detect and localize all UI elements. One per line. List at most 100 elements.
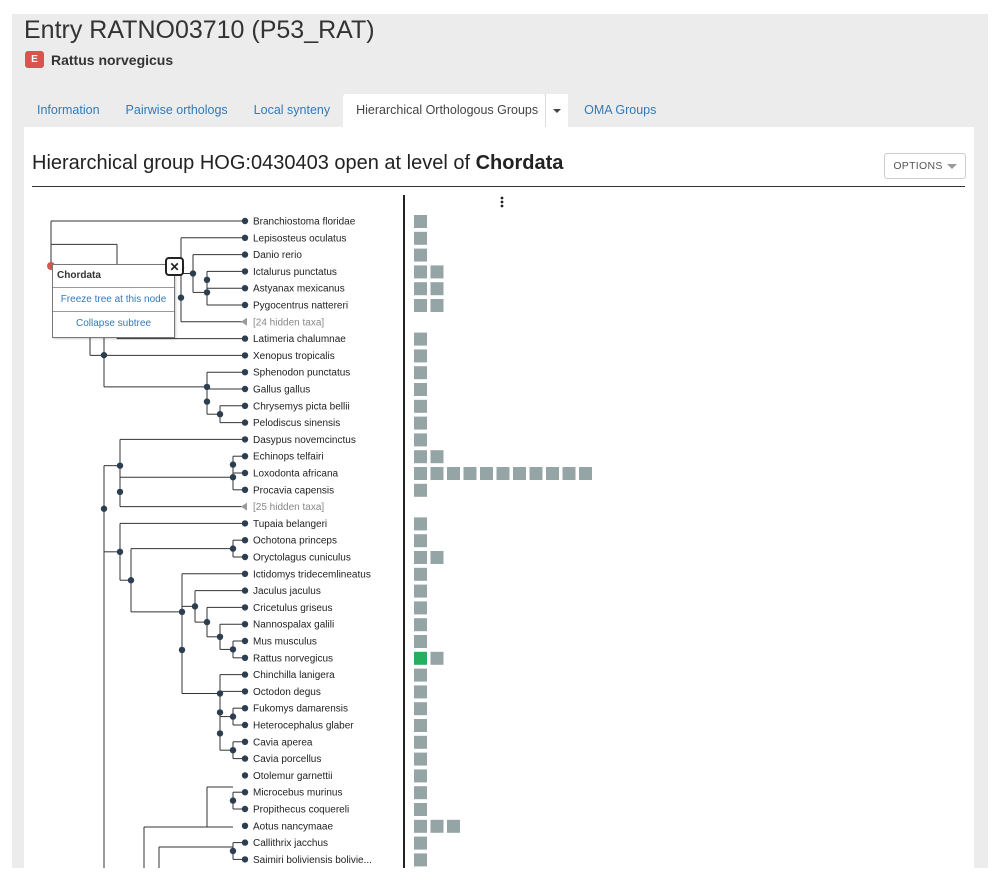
gene-box[interactable] [430,467,444,480]
gene-box[interactable] [414,668,427,682]
tree-node[interactable] [229,461,237,468]
tab-information[interactable]: Information [37,103,100,117]
gene-box[interactable] [447,819,460,833]
taxon-label[interactable]: Branchiostoma floridae [253,217,356,228]
leaf-node[interactable] [241,671,249,678]
gene-box[interactable] [414,366,427,380]
leaf-node[interactable] [241,285,249,292]
gene-box[interactable] [430,651,444,665]
leaf-node[interactable] [241,234,249,241]
gene-box[interactable] [430,551,444,564]
tree-node[interactable] [189,270,197,277]
taxon-label[interactable]: Ictalurus punctatus [253,267,337,278]
taxon-label[interactable]: Callithrix jacchus [253,838,328,849]
gene-box[interactable] [414,702,427,716]
gene-box[interactable] [414,769,427,783]
gene-box[interactable] [562,467,576,480]
leaf-node[interactable] [241,805,249,813]
collapse-subtree-button[interactable]: Collapse subtree [75,318,152,329]
taxon-label[interactable]: [25 hidden taxa] [253,502,324,513]
leaf-node[interactable] [241,469,249,477]
gene-box[interactable] [430,450,444,464]
leaf-node[interactable] [241,772,249,779]
leaf-node[interactable] [241,839,249,846]
taxon-label[interactable]: Lepisosteus oculatus [253,233,346,244]
gene-box[interactable] [414,399,427,413]
leaf-node[interactable] [241,604,249,611]
gene-box[interactable] [414,786,427,800]
gene-box[interactable] [414,584,427,598]
leaf-node[interactable] [241,217,249,225]
tree-node[interactable] [229,474,237,481]
leaf-node[interactable] [241,738,249,745]
leaf-node[interactable] [241,822,249,829]
taxon-label[interactable]: Loxodonta africana [253,469,339,480]
hidden-taxa-icon[interactable] [241,502,247,511]
leaf-node[interactable] [241,352,249,359]
leaf-node[interactable] [241,789,249,796]
selected-node-marker[interactable] [47,262,55,270]
leaf-node[interactable] [241,520,249,527]
leaf-node[interactable] [241,705,249,712]
leaf-node[interactable] [241,637,249,645]
taxon-label[interactable]: Pelodiscus sinensis [253,418,340,429]
taxon-label[interactable]: Aotus nancymaae [253,821,333,832]
gene-box[interactable] [414,685,427,699]
leaf-node[interactable] [241,856,249,863]
gene-box[interactable] [414,282,427,296]
gene-box[interactable] [414,551,427,564]
gene-box[interactable] [414,719,427,732]
taxon-label[interactable]: Latimeria chalumnae [253,334,346,345]
taxon-label[interactable]: Tupaia belangeri [253,519,327,530]
taxon-label[interactable]: Oryctolagus cuniculus [253,553,351,564]
tree-node[interactable] [203,276,211,283]
gene-box[interactable] [414,735,427,749]
tab-pairwise-orthologs[interactable]: Pairwise orthologs [125,103,228,117]
tree-node[interactable] [229,847,237,855]
taxon-label[interactable]: Octodon degus [253,687,321,698]
gene-box[interactable] [414,231,427,245]
leaf-node[interactable] [241,402,249,409]
gene-box[interactable] [529,467,543,480]
tree-node[interactable] [203,383,211,391]
taxon-label[interactable]: Chinchilla lanigera [253,670,335,681]
tree-node[interactable] [229,747,237,754]
taxon-label[interactable]: Xenopus tropicalis [253,351,335,362]
leaf-node[interactable] [241,621,249,628]
gene-box[interactable] [414,467,427,480]
leaf-node[interactable] [241,721,249,729]
tree-node[interactable] [216,730,224,737]
freeze-tree-button[interactable]: Freeze tree at this node [53,288,174,312]
leaf-node[interactable] [241,486,249,493]
taxon-label[interactable]: Danio rerio [253,250,302,261]
gene-box[interactable] [430,819,444,833]
tree-node[interactable] [216,709,224,716]
gene-box[interactable] [414,635,427,648]
gene-box[interactable] [414,803,427,816]
gene-box[interactable] [414,416,427,430]
gene-box[interactable] [430,282,444,296]
leaf-node[interactable] [241,335,249,342]
close-icon[interactable]: ✕ [165,257,184,276]
leaf-node[interactable] [241,436,249,443]
leaf-node[interactable] [241,385,249,393]
tree-node[interactable] [203,618,211,626]
taxon-label[interactable]: Procavia capensis [253,485,334,496]
gene-box[interactable] [463,467,477,480]
gene-box[interactable] [414,248,427,262]
gene-box[interactable] [414,299,427,312]
gene-box[interactable] [546,467,559,480]
options-button[interactable]: OPTIONS [884,153,966,179]
leaf-node[interactable] [241,251,249,258]
query-gene-box[interactable] [414,651,427,665]
gene-box[interactable] [430,265,444,279]
taxon-label[interactable]: Rattus norvegicus [253,653,333,664]
taxon-label[interactable]: Microcebus murinus [253,788,342,799]
gene-box[interactable] [414,332,427,346]
gene-box[interactable] [414,853,427,867]
gene-box[interactable] [414,433,427,447]
gene-box[interactable] [414,819,427,833]
tree-node[interactable] [116,548,124,556]
taxon-label[interactable]: Saimiri boliviensis bolivie... [253,855,372,866]
tree-node[interactable] [216,690,224,697]
